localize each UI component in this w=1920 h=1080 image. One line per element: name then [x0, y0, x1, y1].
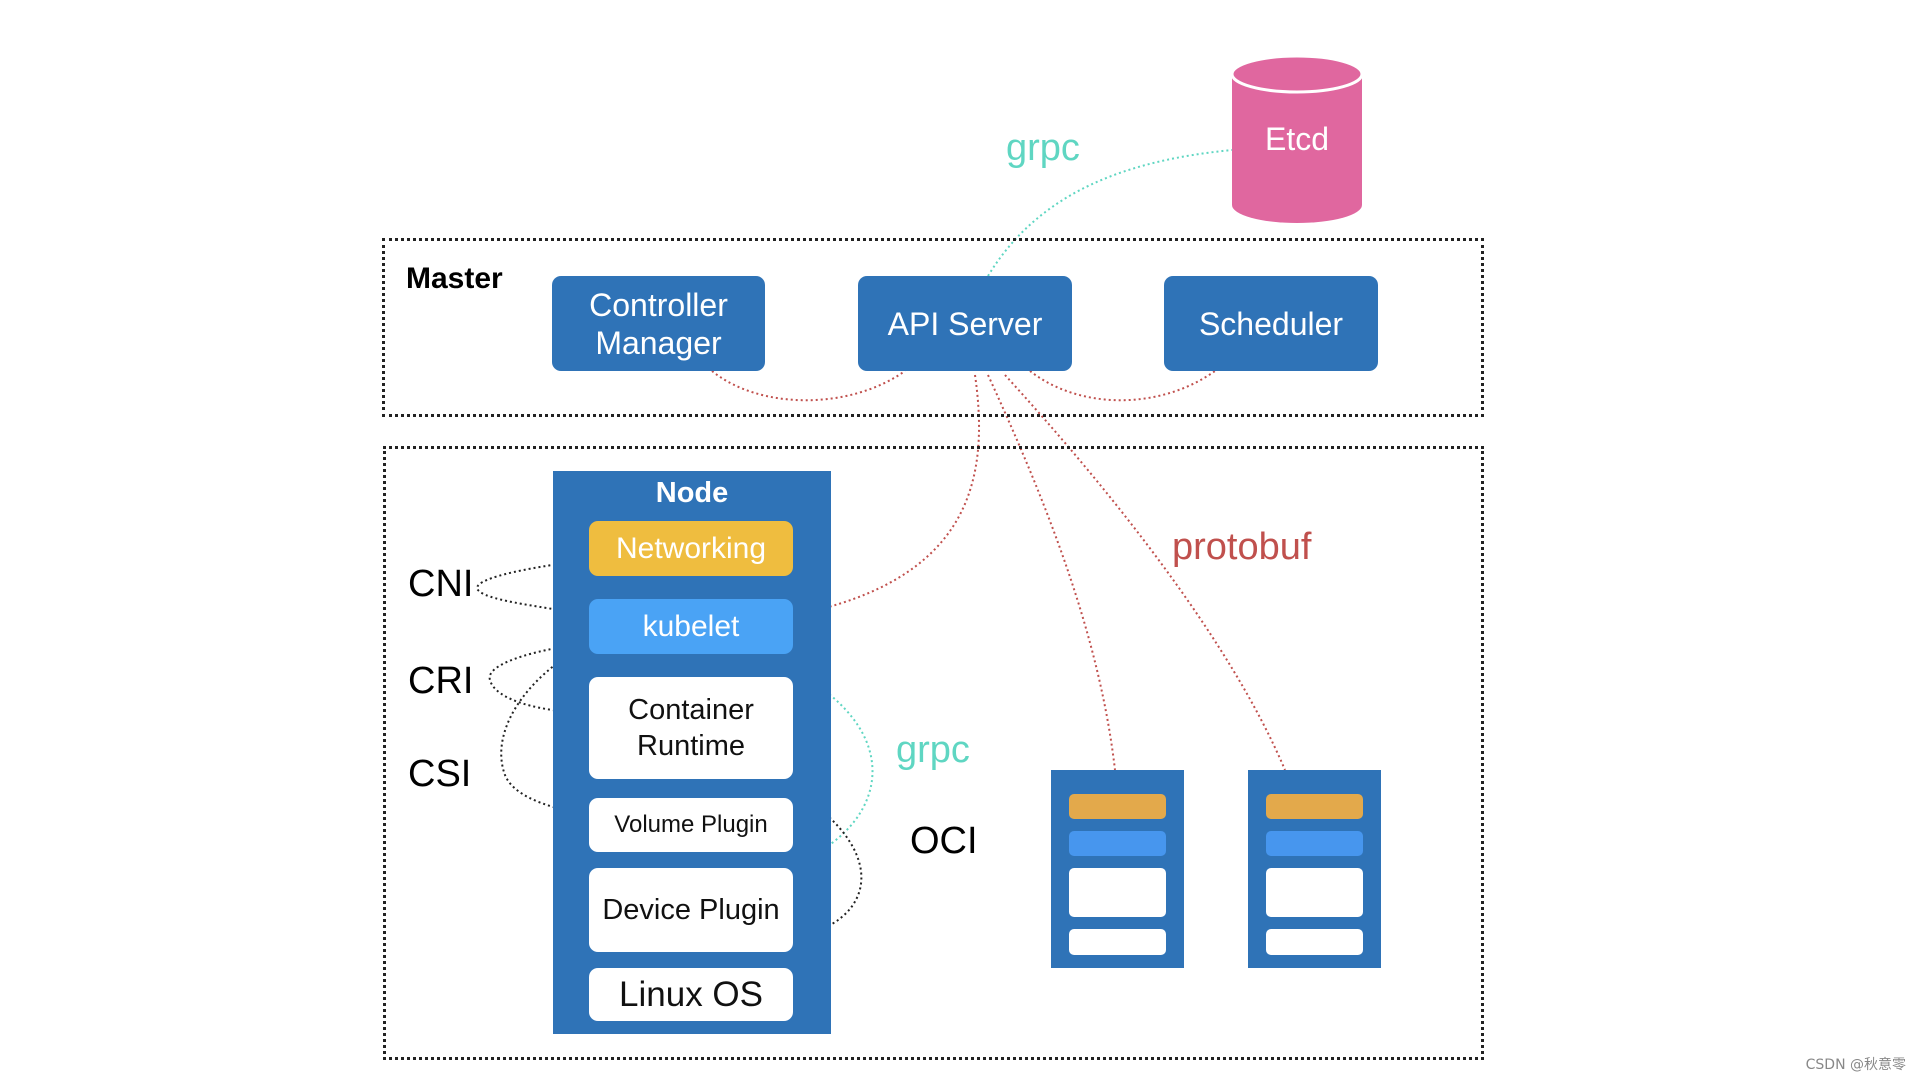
node-stack: Node Networking kubelet Container Runtim… [553, 471, 831, 1034]
worker-node-1 [1051, 770, 1184, 968]
api-server-box[interactable]: API Server [858, 276, 1072, 371]
networking-layer[interactable]: Networking [589, 521, 793, 576]
device-plugin-layer[interactable]: Device Plugin [589, 868, 793, 952]
grpc-node-label: grpc [896, 729, 970, 771]
cni-label: CNI [408, 563, 474, 605]
controller-manager-box[interactable]: Controller Manager [552, 276, 765, 371]
worker-2-os [1266, 929, 1363, 955]
worker-node-2 [1248, 770, 1381, 968]
master-region [382, 238, 1484, 417]
volume-plugin-layer[interactable]: Volume Plugin [589, 798, 793, 852]
worker-2-kubelet [1266, 831, 1363, 856]
scheduler-box[interactable]: Scheduler [1164, 276, 1378, 371]
grpc-connector-etcd [987, 149, 1233, 277]
master-label: Master [406, 262, 503, 295]
kubelet-layer[interactable]: kubelet [589, 599, 793, 654]
worker-1-kubelet [1069, 831, 1166, 856]
protobuf-connector-scheduler [1029, 370, 1216, 402]
watermark: CSDN @秋意零 [1805, 1057, 1906, 1073]
csi-loop [500, 641, 591, 816]
oci-label: OCI [910, 820, 978, 862]
worker-1-networking [1069, 794, 1166, 819]
cri-label: CRI [408, 660, 474, 702]
worker-1-os [1069, 929, 1166, 955]
cni-loop [476, 559, 591, 616]
grpc-etcd-label: grpc [1006, 127, 1080, 169]
etcd-label: Etcd [1264, 121, 1330, 157]
linux-os-layer[interactable]: Linux OS [589, 968, 793, 1021]
csi-label: CSI [408, 753, 472, 795]
worker-2-networking [1266, 794, 1363, 819]
protobuf-connector-controller [711, 370, 906, 402]
protobuf-connector-worker1 [987, 374, 1116, 771]
protobuf-label: protobuf [1172, 526, 1312, 568]
node-region [383, 446, 1484, 1060]
protobuf-connector-worker2 [1004, 374, 1286, 771]
worker-1-runtime [1069, 868, 1166, 917]
node-title: Node [655, 477, 729, 509]
worker-2-runtime [1266, 868, 1363, 917]
container-runtime-layer[interactable]: Container Runtime [589, 677, 793, 779]
etcd-database-icon [1230, 54, 1364, 223]
